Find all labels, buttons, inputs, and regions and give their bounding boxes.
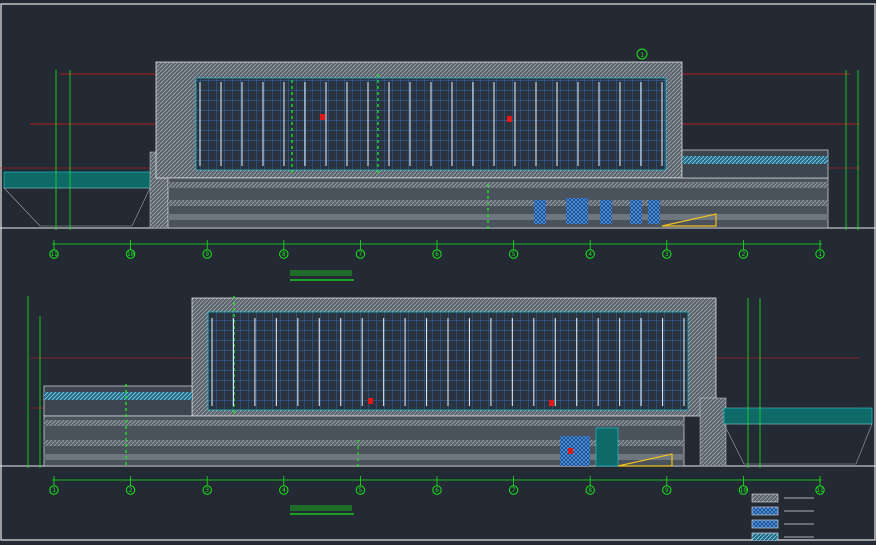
axis-bubble-label: 1 bbox=[818, 251, 822, 258]
door bbox=[630, 200, 642, 224]
axis-bubble bbox=[738, 485, 749, 495]
axis-bubble-label: 4 bbox=[282, 487, 286, 494]
axis-bubble bbox=[355, 249, 366, 259]
axis-bubble bbox=[662, 249, 672, 259]
axis-bubble-label: 11 bbox=[50, 251, 58, 258]
legend-swatch bbox=[751, 506, 779, 516]
axis-bubble-label: 3 bbox=[205, 487, 209, 494]
axis-bubble-label: 9 bbox=[665, 487, 669, 494]
podium-band bbox=[168, 200, 828, 206]
axis-bubble-label: 5 bbox=[512, 251, 516, 258]
axis-bubble bbox=[815, 249, 825, 259]
left-wing-band bbox=[44, 392, 192, 400]
top-axis-bubbles: 11 10 9 8 7 6 5 4 3 2 1 bbox=[49, 240, 825, 259]
drawing-frame bbox=[0, 3, 876, 541]
ramp bbox=[617, 453, 673, 467]
axis-bubble-label: 2 bbox=[742, 251, 746, 258]
axis-bubble-label: 6 bbox=[435, 251, 439, 258]
door bbox=[534, 200, 546, 224]
door bbox=[566, 198, 588, 224]
legend-swatch bbox=[751, 519, 779, 529]
axis-bubble-label: 10 bbox=[740, 487, 748, 494]
podium-band bbox=[44, 420, 684, 426]
bridge-outline bbox=[723, 423, 873, 465]
bottom-axis-bubbles: 1 2 3 4 5 6 7 8 9 10 11 bbox=[49, 476, 825, 495]
axis-bubble-label: 4 bbox=[588, 251, 592, 258]
podium-band bbox=[44, 440, 684, 446]
podium-band bbox=[44, 454, 684, 460]
axis-bubble bbox=[279, 249, 289, 259]
axis-bubble bbox=[202, 485, 212, 495]
axis-bubble-label: 11 bbox=[816, 487, 824, 494]
axis-bubble-label: 2 bbox=[129, 487, 133, 494]
axis-bubble-label: 1 bbox=[52, 487, 56, 494]
entrance-block bbox=[595, 427, 619, 467]
axis-bubble-label: 8 bbox=[282, 251, 286, 258]
right-wing-band bbox=[682, 156, 828, 164]
legend-swatch bbox=[751, 493, 779, 503]
axis-bubble bbox=[585, 249, 595, 259]
axis-bubble bbox=[432, 485, 442, 495]
red-marker bbox=[368, 398, 373, 404]
stair-core bbox=[699, 397, 727, 467]
legend-swatch bbox=[751, 532, 779, 542]
axis-bubble bbox=[508, 485, 519, 495]
axis-bubble bbox=[49, 249, 59, 259]
red-marker bbox=[568, 448, 573, 454]
axis-bubble-label: 6 bbox=[435, 487, 439, 494]
right-canopy bbox=[723, 407, 873, 425]
material-legend bbox=[751, 493, 814, 542]
red-marker bbox=[507, 116, 512, 122]
axis-bubble-label: 7 bbox=[512, 487, 516, 494]
red-marker bbox=[549, 400, 554, 406]
top-title-swatch bbox=[290, 270, 352, 276]
axis-bubble-label: 10 bbox=[127, 251, 135, 258]
bottom-title-swatch bbox=[290, 505, 352, 511]
axis-bubble bbox=[738, 249, 749, 259]
top-elevation: 11 10 9 8 7 6 5 4 3 2 1 1 bbox=[0, 48, 876, 281]
left-wing bbox=[43, 385, 193, 417]
tag-bubble-label: 1 bbox=[640, 52, 644, 59]
bridge-outline bbox=[3, 187, 151, 227]
axis-bubble bbox=[355, 485, 366, 495]
left-canopy bbox=[3, 171, 155, 189]
axis-bubble bbox=[49, 485, 59, 495]
axis-bubble bbox=[202, 249, 212, 259]
axis-bubble bbox=[279, 485, 289, 495]
axis-bubble-label: 9 bbox=[205, 251, 209, 258]
bottom-elevation: 1 2 3 4 5 6 7 8 9 10 11 bbox=[0, 296, 876, 515]
axis-bubble-label: 5 bbox=[359, 487, 363, 494]
axis-bubble-label: 7 bbox=[359, 251, 363, 258]
axis-bubble-label: 3 bbox=[665, 251, 669, 258]
door bbox=[600, 200, 612, 224]
axis-bubble bbox=[662, 485, 672, 495]
podium-band bbox=[168, 182, 828, 188]
podium-band bbox=[168, 214, 828, 220]
door bbox=[648, 200, 660, 224]
red-marker bbox=[320, 114, 325, 120]
axis-bubble bbox=[585, 485, 595, 495]
axis-bubble-label: 8 bbox=[588, 487, 592, 494]
axis-bubble bbox=[125, 485, 136, 495]
entrance-block bbox=[560, 436, 590, 466]
axis-bubble bbox=[432, 249, 442, 259]
axis-bubble bbox=[508, 249, 519, 259]
axis-bubble bbox=[815, 485, 825, 495]
ramp bbox=[661, 213, 717, 227]
axis-bubble bbox=[125, 249, 136, 259]
